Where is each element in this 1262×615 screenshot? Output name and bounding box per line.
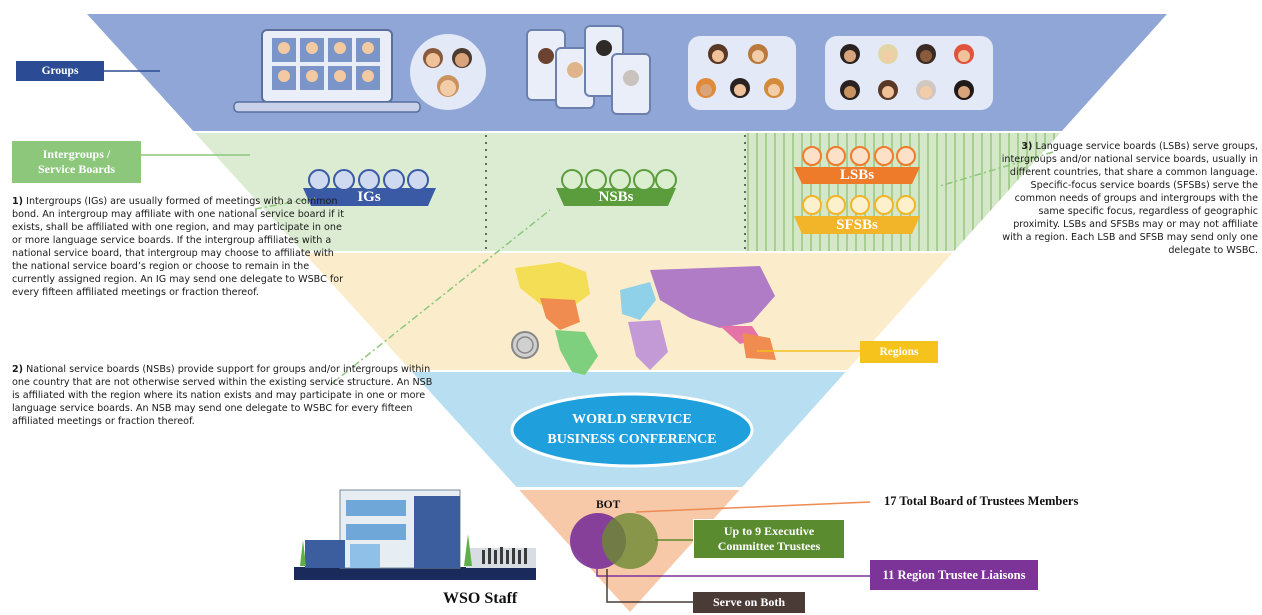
wsbc-oval <box>510 392 754 468</box>
lsbs-label: LSBs <box>839 167 875 183</box>
nsb-note: 2) National service boards (NSBs) provid… <box>12 363 442 428</box>
groups-label: Groups <box>16 61 104 81</box>
lsbs-banner-graphic <box>794 146 920 184</box>
igs-label: IGs <box>357 188 381 205</box>
intergroups-note-number: 1) <box>12 196 24 207</box>
people-group-icon <box>688 36 796 110</box>
wso-building-icon <box>294 489 536 580</box>
nsb-note-number: 2) <box>12 364 24 375</box>
phones-icon <box>526 25 651 115</box>
sfsbs-label: SFSBs <box>836 216 878 233</box>
intergroups-note: 1) Intergroups (IGs) are usually formed … <box>12 195 352 299</box>
wsbc-label: WORLD SERVICE BUSINESS CONFERENCE <box>512 408 752 452</box>
wsbc-label-line2: BUSINESS CONFERENCE <box>547 432 717 447</box>
wsbc-label-line1: WORLD SERVICE <box>572 412 692 427</box>
lsb-note-number: 3) <box>1021 141 1033 152</box>
nsbs-banner-graphic <box>556 169 677 206</box>
lsb-note: 3) Language service boards (LSBs) serve … <box>1000 140 1258 257</box>
total-trustees-label: 17 Total Board of Trustees Members <box>884 494 1079 508</box>
exec-committee-label: Up to 9 Executive Committee Trustees <box>693 519 845 559</box>
people-circle-icon <box>410 34 486 110</box>
serve-both-label: Serve on Both <box>693 592 805 613</box>
laptop-icon <box>233 29 421 113</box>
igs-banner-graphic <box>303 169 436 206</box>
people-grid-icon <box>825 36 993 110</box>
nsbs-label: NSBs <box>598 188 634 205</box>
exec-committee-label-line1: Up to 9 Executive <box>723 524 815 538</box>
regions-label: Regions <box>860 341 938 363</box>
bot-label: BOT <box>596 499 621 511</box>
bot-venn-diagram <box>570 513 658 569</box>
wso-staff-label: WSO Staff <box>443 590 518 607</box>
intergroups-label-line2: Service Boards <box>38 162 115 176</box>
connector-lines <box>104 70 1054 603</box>
intergroups-label: Intergroups / Service Boards <box>12 141 141 183</box>
sfsbs-banner-graphic <box>794 195 920 234</box>
groups-illustrations <box>233 25 993 115</box>
world-map-icon <box>511 262 776 375</box>
intergroups-label-line1: Intergroups / <box>42 147 111 161</box>
exec-committee-label-line2: Committee Trustees <box>717 539 821 553</box>
intergroups-note-text: Intergroups (IGs) are usually formed of … <box>12 196 344 298</box>
lsb-note-text: Language service boards (LSBs) serve gro… <box>1001 141 1258 256</box>
nsb-note-text: National service boards (NSBs) provide s… <box>12 364 433 427</box>
region-liaisons-label: 11 Region Trustee Liaisons <box>870 560 1038 590</box>
